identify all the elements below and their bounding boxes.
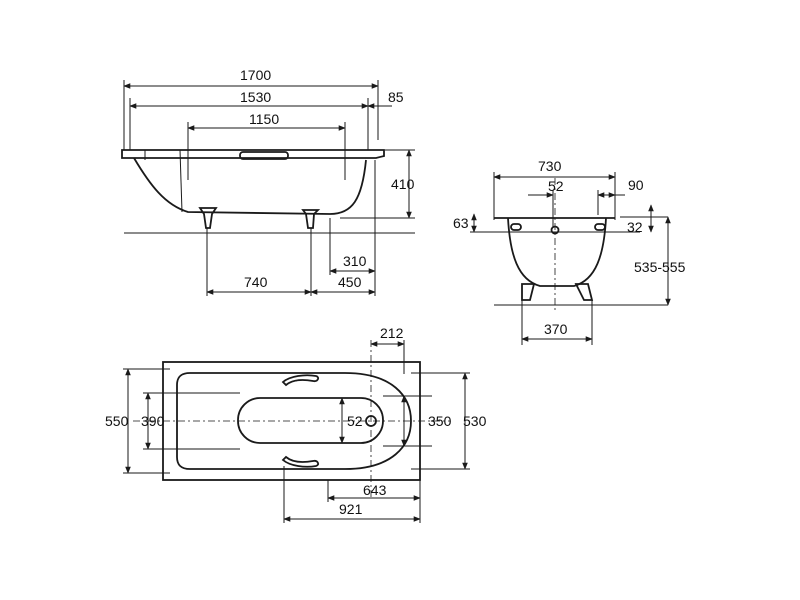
label-depth: 410	[391, 176, 415, 192]
top-bottom-panel	[237, 397, 384, 444]
top-basin	[176, 372, 412, 470]
top-handle-lower	[281, 455, 320, 468]
side-leg-left	[198, 207, 218, 229]
end-leg-right	[574, 283, 594, 301]
label-end-height: 535-555	[634, 259, 686, 275]
label-top-drain-to-end: 643	[363, 482, 387, 498]
label-overall-length: 1700	[240, 67, 271, 83]
label-top-outer-width: 550	[105, 413, 129, 429]
label-top-drain-diameter: 52	[347, 413, 363, 429]
top-view: 212 550 390 52 350 530 643 921	[105, 325, 487, 523]
side-leg-right	[301, 209, 321, 229]
end-view: 730 52 90 63 32 535-555 370	[453, 158, 686, 345]
label-end-rim-height: 63	[453, 215, 469, 231]
label-top-inner-width-left: 390	[141, 413, 165, 429]
label-leg-to-end: 450	[338, 274, 362, 290]
end-body	[507, 217, 607, 287]
label-end-rim-overhang: 90	[628, 177, 644, 193]
label-handle-span: 1150	[249, 111, 279, 127]
tub-side-rim	[121, 149, 385, 159]
label-end-drain-offset: 52	[548, 178, 564, 194]
tub-side-body	[133, 157, 367, 215]
end-overflow-right	[594, 223, 606, 231]
label-rim-overhang: 85	[388, 89, 404, 105]
label-rim-length: 1530	[240, 89, 271, 105]
label-leg-offset: 310	[343, 253, 367, 269]
label-leg-spacing: 740	[244, 274, 268, 290]
label-end-leg-spacing: 370	[544, 321, 568, 337]
label-top-handle-to-end: 921	[339, 501, 363, 517]
label-top-drain-offset: 212	[380, 325, 404, 341]
top-handle-upper	[281, 374, 320, 387]
label-top-overall-width: 530	[463, 413, 487, 429]
label-top-inner-width-right: 350	[428, 413, 452, 429]
side-view: 1700 1530 85 1150 410 310 740 450	[121, 67, 415, 296]
end-overflow-left	[510, 223, 522, 231]
end-leg-left	[521, 283, 536, 301]
label-end-rim-thickness: 32	[627, 219, 643, 235]
label-end-width: 730	[538, 158, 562, 174]
side-handle	[239, 151, 289, 160]
